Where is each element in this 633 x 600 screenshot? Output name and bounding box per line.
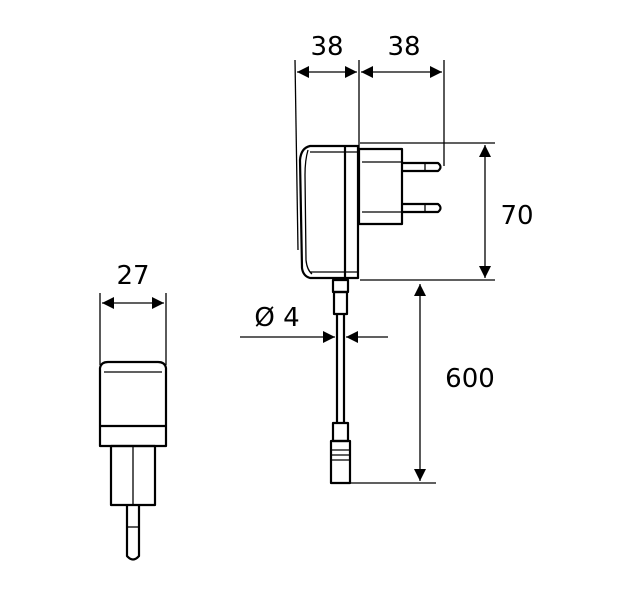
- dimension-label-body-width: 38: [310, 32, 343, 62]
- side-view-adapter: [298, 144, 442, 280]
- dimension-label-height: 70: [500, 201, 533, 231]
- dimension-cable-diameter: Ø 4: [240, 303, 388, 343]
- cable: [329, 278, 352, 485]
- front-view-adapter: 27: [98, 261, 168, 561]
- dimension-cable-length: 600: [350, 284, 495, 484]
- dimension-label-diameter: Ø 4: [254, 303, 299, 333]
- dimension-height: 70: [360, 142, 534, 281]
- dimension-label-front-width: 27: [116, 261, 149, 291]
- dimension-label-plug-width: 38: [387, 32, 420, 62]
- dimension-label-length: 600: [445, 364, 495, 394]
- dimension-width: 38 38: [294, 32, 445, 251]
